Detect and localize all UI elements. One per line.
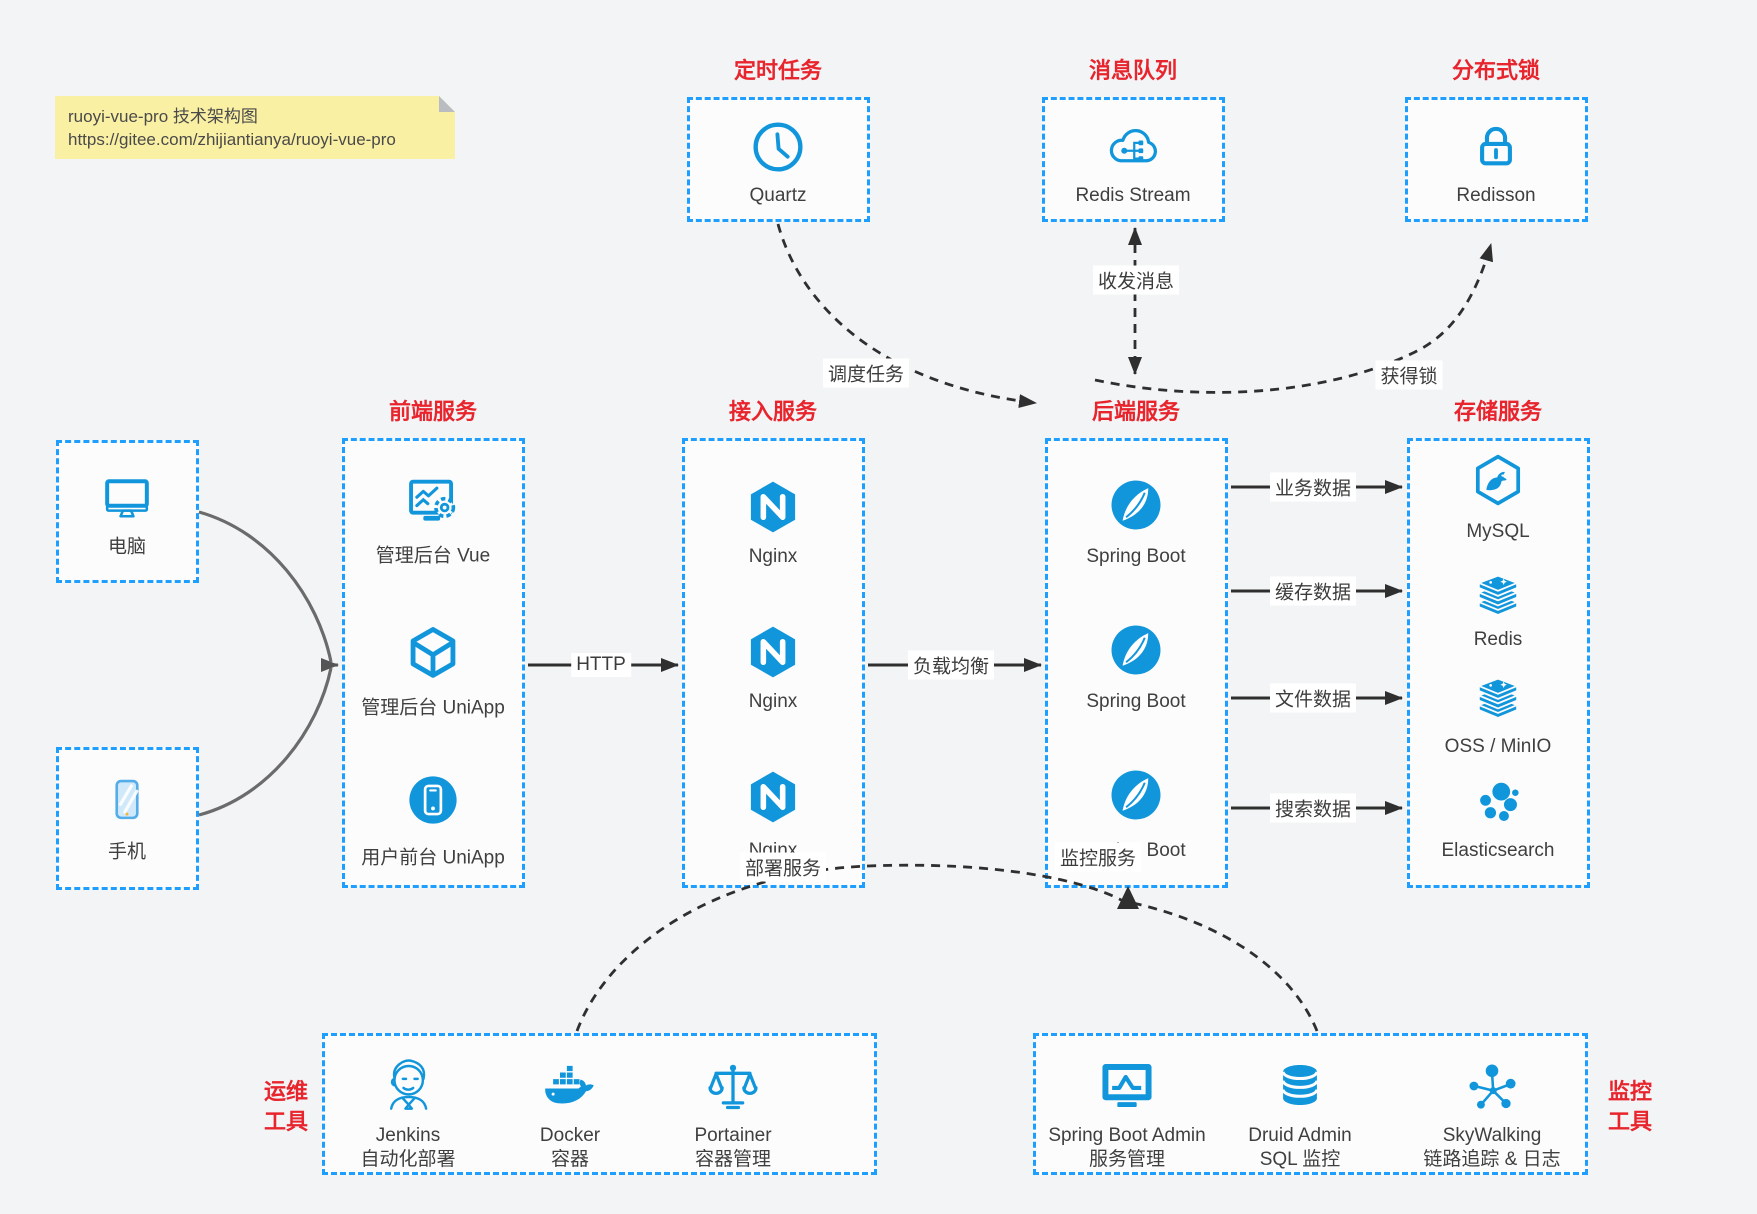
- user-uniapp-phone-icon: [406, 773, 460, 827]
- redis-label: Redis: [1473, 629, 1523, 650]
- jenkins-label-line1: Jenkins: [375, 1125, 441, 1146]
- admin-uniapp-label: 管理后台 UniApp: [361, 697, 505, 719]
- smartphone-icon: [101, 774, 153, 826]
- sticky-note: ruoyi-vue-pro 技术架构图 https://gitee.com/zh…: [55, 96, 455, 159]
- nginx-icon-1: [744, 478, 802, 536]
- distributed-lock-box: [1405, 97, 1588, 222]
- note-fold-corner: [439, 96, 455, 112]
- edge-monitor-service: [1132, 901, 1319, 1032]
- docker-icon: [540, 1056, 600, 1116]
- jenkins-icon: [377, 1055, 439, 1117]
- title-ops-tools-line1: 运维: [263, 1079, 309, 1104]
- admin-vue-label: 管理后台 Vue: [375, 545, 491, 567]
- edge-deploy-monitor-arrowhead: [1117, 886, 1139, 909]
- portainer-label: Portainer 容器管理: [694, 1124, 771, 1172]
- title-distributed-lock: 分布式锁: [1451, 58, 1541, 83]
- title-frontend: 前端服务: [388, 399, 478, 424]
- title-gateway: 接入服务: [728, 399, 818, 424]
- title-storage: 存储服务: [1453, 399, 1543, 424]
- docker-label-line1: Docker: [539, 1125, 601, 1146]
- edge-label-file-data: 文件数据: [1269, 683, 1357, 713]
- scheduled-job-box: [687, 97, 870, 222]
- redisson-lock-icon: [1467, 118, 1525, 176]
- springboot-icon-1: [1108, 477, 1164, 533]
- title-scheduled-job: 定时任务: [733, 58, 823, 83]
- title-backend: 后端服务: [1091, 399, 1181, 424]
- title-ops-tools-line2: 工具: [263, 1109, 309, 1134]
- redis-stream-cloud-icon: [1103, 117, 1163, 177]
- springboot-label-1: Spring Boot: [1086, 546, 1186, 567]
- edge-label-load-balance: 负载均衡: [907, 650, 995, 680]
- quartz-clock-icon: [749, 118, 807, 176]
- springboot-icon-2: [1108, 622, 1164, 678]
- nginx-label-1: Nginx: [748, 546, 798, 567]
- springboot-admin-label-line1: Spring Boot Admin: [1048, 1125, 1206, 1146]
- oss-minio-icon: [1471, 673, 1525, 727]
- note-title: ruoyi-vue-pro 技术架构图: [68, 107, 258, 126]
- edge-label-cache-data: 缓存数据: [1269, 576, 1357, 606]
- druid-label: Druid Admin SQL 监控: [1248, 1124, 1352, 1172]
- springboot-admin-label-line2: 服务管理: [1088, 1149, 1165, 1170]
- edge-label-business-data: 业务数据: [1269, 472, 1357, 502]
- skywalking-label-line2: 链路追踪 & 日志: [1423, 1149, 1561, 1170]
- redis-icon: [1471, 570, 1525, 624]
- nginx-label-2: Nginx: [748, 691, 798, 712]
- storage-box: [1407, 438, 1590, 888]
- user-uniapp-label: 用户前台 UniApp: [361, 847, 505, 869]
- redis-stream-label: Redis Stream: [1075, 185, 1191, 206]
- mysql-label: MySQL: [1466, 521, 1530, 542]
- admin-vue-monitor-gear-icon: [402, 472, 464, 534]
- mysql-icon: [1470, 452, 1526, 508]
- oss-minio-label: OSS / MinIO: [1444, 736, 1552, 757]
- note-url: https://gitee.com/zhijiantianya/ruoyi-vu…: [68, 130, 396, 149]
- pc-label: 电脑: [107, 536, 147, 558]
- elasticsearch-label: Elasticsearch: [1441, 840, 1555, 861]
- skywalking-icon: [1464, 1058, 1520, 1114]
- druid-label-line2: SQL 监控: [1259, 1149, 1341, 1170]
- uniapp-cube-icon: [404, 624, 462, 682]
- desktop-icon: [99, 469, 155, 525]
- portainer-label-line2: 容器管理: [694, 1149, 772, 1170]
- docker-label: Docker 容器: [540, 1124, 600, 1172]
- edge-label-search-data: 搜索数据: [1269, 793, 1357, 823]
- elasticsearch-icon: [1472, 777, 1524, 829]
- edge-label-http: HTTP: [571, 653, 631, 677]
- edge-label-acquire-lock: 获得锁: [1375, 360, 1443, 390]
- title-ops-tools: 运维 工具: [264, 1077, 308, 1137]
- springboot-admin-label: Spring Boot Admin 服务管理: [1048, 1124, 1205, 1172]
- springboot-label-2: Spring Boot: [1086, 691, 1186, 712]
- druid-database-icon: [1272, 1058, 1328, 1114]
- portainer-icon: [704, 1057, 762, 1115]
- edge-label-deploy-service: 部署服务: [739, 852, 827, 882]
- jenkins-label: Jenkins 自动化部署: [360, 1124, 455, 1172]
- mobile-label: 手机: [107, 841, 147, 863]
- redisson-label: Redisson: [1456, 185, 1536, 206]
- title-monitor-tools: 监控 工具: [1608, 1077, 1652, 1137]
- portainer-label-line1: Portainer: [694, 1125, 772, 1146]
- edge-pc-to-frontend: [198, 510, 333, 663]
- skywalking-label-line1: SkyWalking: [1442, 1125, 1542, 1146]
- edge-label-schedule-job: 调度任务: [822, 358, 910, 388]
- quartz-label: Quartz: [749, 185, 807, 206]
- springboot-icon-3: [1108, 767, 1164, 823]
- jenkins-label-line2: 自动化部署: [360, 1149, 456, 1170]
- edge-mobile-to-frontend: [198, 667, 333, 817]
- springboot-admin-icon: [1096, 1055, 1158, 1117]
- druid-label-line1: Druid Admin: [1248, 1125, 1352, 1146]
- title-message-queue: 消息队列: [1088, 58, 1178, 83]
- nginx-icon-2: [744, 623, 802, 681]
- title-monitor-tools-line2: 工具: [1607, 1109, 1653, 1134]
- note-text: ruoyi-vue-pro 技术架构图 https://gitee.com/zh…: [68, 105, 396, 151]
- edge-label-monitor-service: 监控服务: [1054, 842, 1142, 872]
- skywalking-label: SkyWalking 链路追踪 & 日志: [1423, 1124, 1560, 1172]
- ops-tools-box: [322, 1033, 877, 1175]
- edge-label-send-receive-msg: 收发消息: [1092, 265, 1180, 295]
- edge-deploy-service: [575, 863, 1124, 1032]
- nginx-icon-3: [744, 768, 802, 826]
- title-monitor-tools-line1: 监控: [1607, 1079, 1653, 1104]
- docker-label-line2: 容器: [550, 1149, 589, 1170]
